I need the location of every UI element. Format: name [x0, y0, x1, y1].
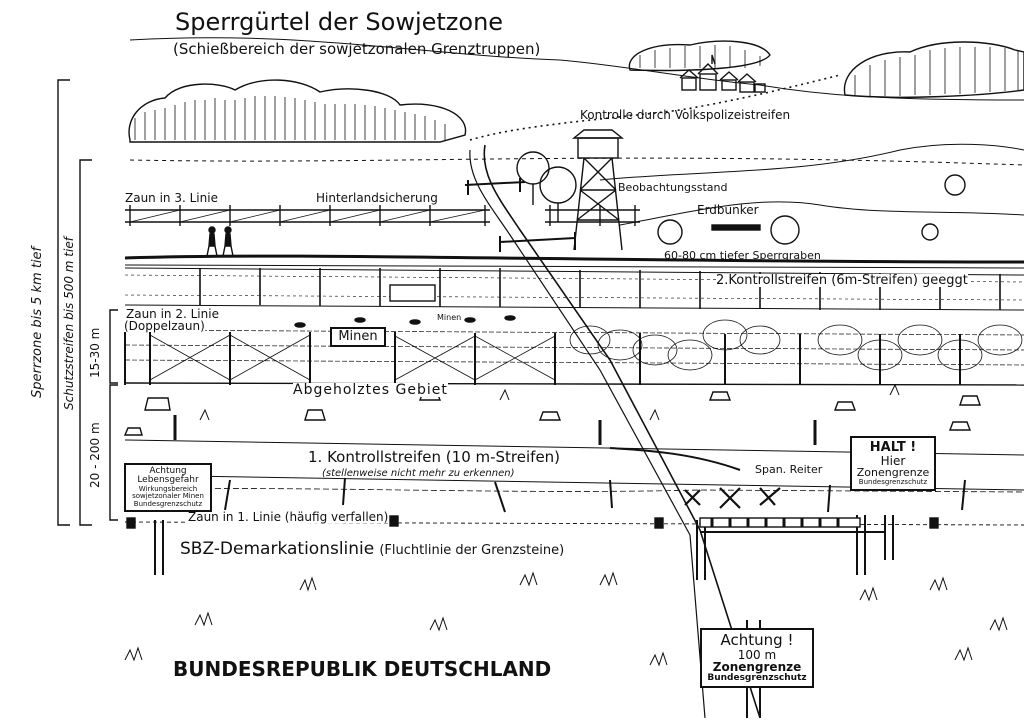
label-bundesrepublik: BUNDESREPUBLIK DEUTSCHLAND: [173, 659, 551, 679]
label-erdbunker: Erdbunker: [697, 204, 759, 216]
label-kontrollstreifen-2: 2.Kontrollstreifen (6m-Streifen) geeggt: [716, 274, 968, 287]
grass-tufts: [125, 385, 1007, 665]
cloud-left: [129, 80, 466, 142]
label-demarkationslinie: SBZ-Demarkationslinie (Fluchtlinie der G…: [180, 541, 564, 558]
soldiers: [207, 227, 233, 256]
label-schutzstreifen: Schutzstreifen bis 500 m tief: [62, 237, 76, 410]
label-20-200m: 20 - 200 m: [88, 422, 102, 488]
label-zaun-3: Zaun in 3. Linie: [125, 192, 218, 204]
label-sperrgraben: 60-80 cm tiefer Sperrgraben: [664, 250, 821, 261]
sign-achtung-100m: Achtung ! 100 m Zonengrenze Bundesgrenzs…: [700, 628, 814, 688]
sign-minen: Minen: [330, 327, 386, 347]
diagram-title: Sperrgürtel der Sowjetzone: [175, 10, 503, 34]
label-spanischer-reiter: Span. Reiter: [755, 464, 822, 475]
label-kontrollstreifen-1-note: (stellenweise nicht mehr zu erkennen): [322, 469, 515, 479]
label-sbz: SBZ-Demarkationslinie: [180, 539, 374, 559]
label-hinterlandsicherung: Hinterlandsicherung: [316, 192, 438, 204]
sign-line: Achtung !: [702, 633, 812, 649]
fence-line-3: [125, 205, 640, 226]
concertina-wire: [570, 320, 1022, 370]
watchtower: [574, 130, 622, 250]
sign-achtung-lebensgefahr: Achtung Lebensgefahr Wirkungsbereich sow…: [124, 463, 212, 512]
sign-line: Bundesgrenzschutz: [702, 674, 812, 683]
label-kontrolle: Kontrolle durch Volkspolizeistreifen: [580, 109, 790, 121]
sign-line: Bundesgrenzschutz: [126, 501, 210, 508]
label-kontrollstreifen-1: 1. Kontrollstreifen (10 m-Streifen): [308, 450, 560, 465]
label-abgeholztes-gebiet: Abgeholztes Gebiet: [293, 383, 448, 397]
sign-halt: HALT ! Hier Zonengrenze Bundesgrenzschut…: [850, 436, 936, 491]
cloud-right: [844, 42, 1024, 97]
label-sbz-note: (Fluchtlinie der Grenzsteine): [379, 543, 564, 558]
diagram-subtitle: (Schießbereich der sowjetzonalen Grenztr…: [173, 42, 540, 57]
sign-line: HALT !: [852, 441, 934, 455]
spanish-rider: [685, 488, 780, 508]
label-sperrzone: Sperrzone bis 5 km tief: [30, 247, 45, 398]
label-15-30m: 15-30 m: [88, 328, 102, 378]
label-doppelzaun: (Doppelzaun): [124, 320, 205, 332]
label-zaun-1: Zaun in 1. Linie (häufig verfallen): [188, 511, 388, 523]
mines: [295, 316, 515, 327]
cloud-top: [629, 41, 770, 70]
sign-line: Bundesgrenzschutz: [852, 479, 934, 486]
label-minen-small: Minen: [437, 314, 461, 322]
label-beobachtungsstand: Beobachtungsstand: [618, 182, 728, 193]
tree-stumps: [125, 392, 980, 435]
